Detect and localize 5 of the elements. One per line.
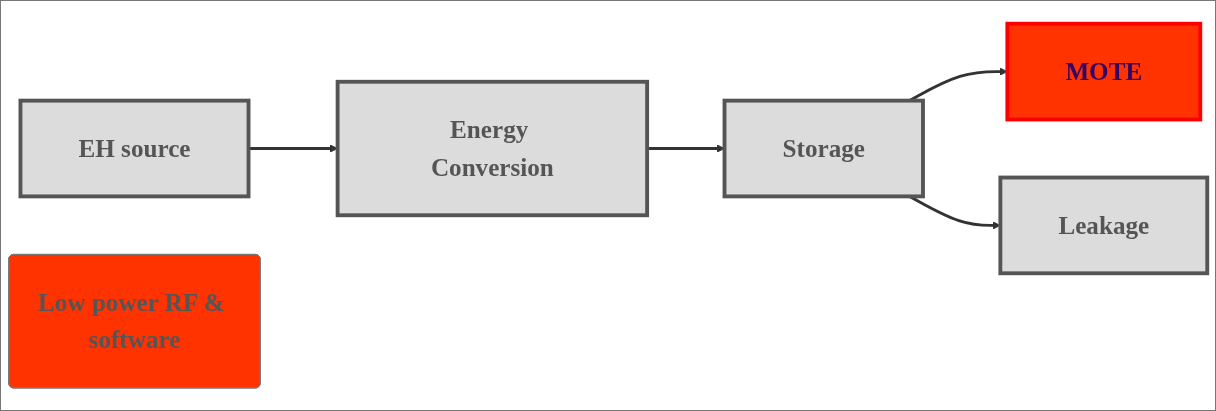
node-box: Storage <box>722 98 925 198</box>
node-box: Leakage <box>998 175 1210 275</box>
node-box: Energy Conversion <box>335 79 650 217</box>
node-box: EH source <box>18 98 251 198</box>
node-box: MOTE <box>1005 21 1203 122</box>
